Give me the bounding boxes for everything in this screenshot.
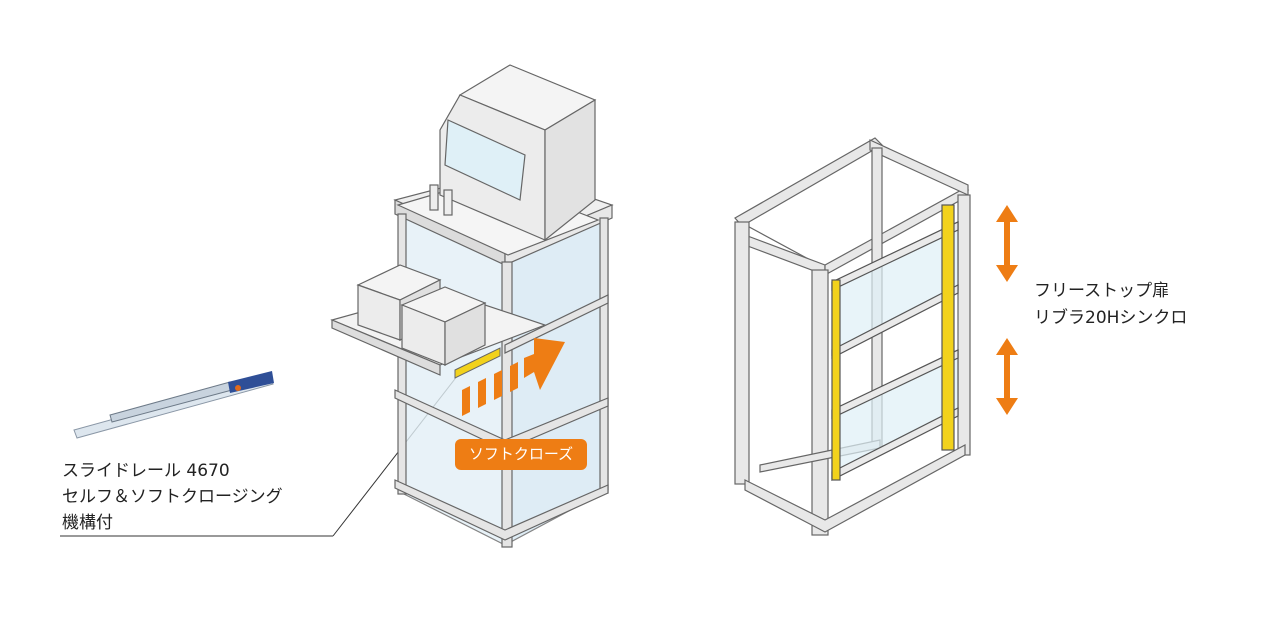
slide-rail-feature-suffix: 機構付: [62, 513, 113, 533]
free-stop-door-label: フリーストップ扉 リブラ20Hシンクロ: [1034, 278, 1187, 332]
soft-close-arrow-icon: [462, 338, 565, 416]
slide-rail-feature: セルフ＆ソフトクロージング: [62, 487, 283, 507]
door-model: リブラ20Hシンクロ: [1034, 308, 1188, 328]
free-stop-doors: [831, 204, 959, 481]
door-type: フリーストップ扉: [1034, 281, 1170, 301]
slide-rail-label: スライドレール 4670 セルフ＆ソフトクロージング 機構付: [62, 458, 283, 536]
up-down-arrow-icon: [996, 205, 1018, 282]
slide-rail-image: [73, 371, 274, 439]
soft-close-badge: ソフトクローズ: [455, 439, 587, 470]
slide-rail-name: スライドレール 4670: [62, 461, 230, 481]
up-down-arrow-icon: [996, 338, 1018, 415]
slide-rail-yellow: [454, 347, 501, 379]
shelf-rack: [330, 64, 614, 548]
